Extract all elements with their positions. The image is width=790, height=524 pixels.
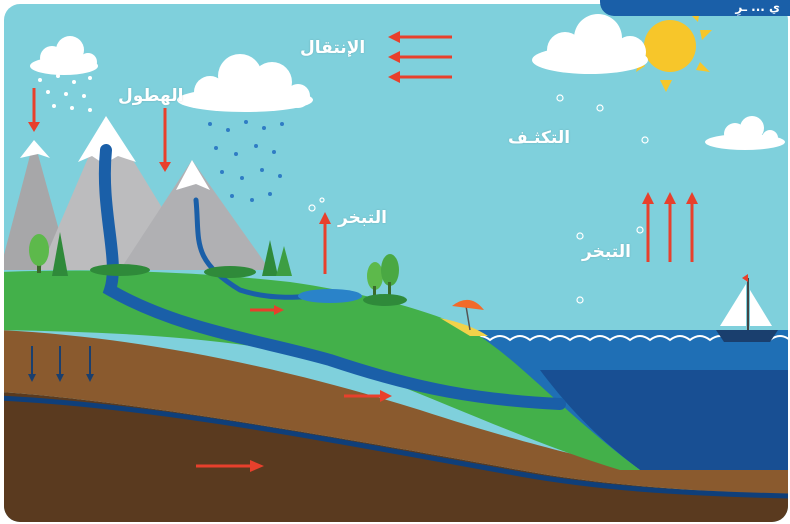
cloud-icon <box>30 36 98 75</box>
title-tab: ي ... ـرِ <box>600 0 790 16</box>
label-evaporation-land: التبخر <box>338 208 387 228</box>
umbrella-icon <box>440 299 488 336</box>
lake <box>298 289 362 303</box>
grass-land <box>4 270 640 470</box>
infiltration-arrows <box>28 346 94 382</box>
aquifer-line <box>4 395 788 499</box>
sailboat-icon <box>716 274 778 342</box>
tree-icon <box>29 232 407 306</box>
label-transport: الإنتقال <box>300 38 366 58</box>
cloud-icon <box>705 116 785 150</box>
label-precipitation: الهطول <box>118 86 184 106</box>
ocean-deep <box>540 370 788 470</box>
river <box>98 144 566 410</box>
cloud-icon <box>177 54 313 112</box>
cloud-icon <box>532 14 648 74</box>
rain-drops <box>208 120 284 202</box>
soil-deep <box>4 392 788 522</box>
soil-layer <box>4 330 788 494</box>
snow-dots <box>38 74 92 112</box>
arrow-icon <box>28 31 698 472</box>
label-evaporation-sea: التبخر <box>582 242 631 262</box>
label-condensation: التكثـف <box>508 128 571 148</box>
vapor-bubbles <box>308 94 649 304</box>
